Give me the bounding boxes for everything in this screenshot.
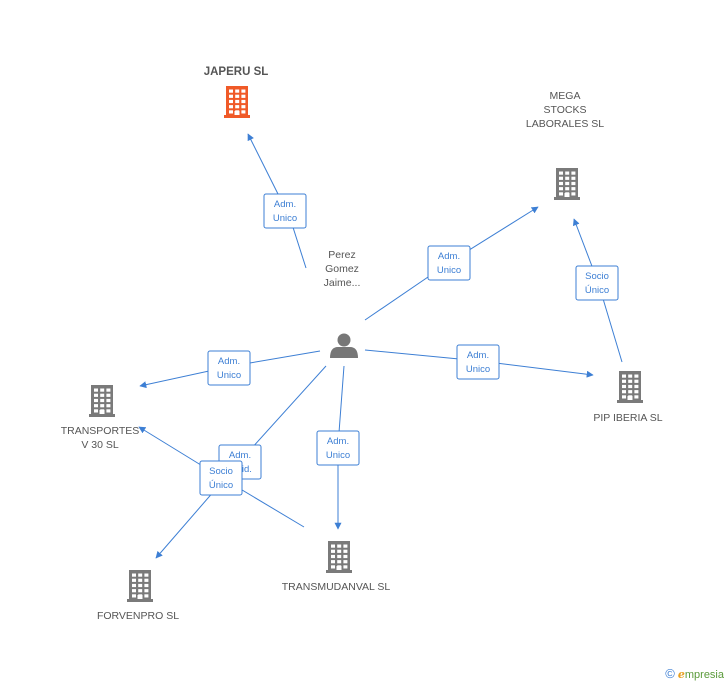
edge-label-line: Socio — [209, 466, 233, 477]
edge-label-box — [316, 430, 360, 466]
brand-name: mpresia — [684, 669, 724, 681]
edge-label-person-to-japeru[interactable]: Adm. Unico — [263, 193, 307, 229]
empresia-watermark: ©empresia — [665, 666, 724, 681]
building-icon — [617, 371, 643, 403]
edge-label-line: Socio — [585, 271, 609, 282]
edge-label-line: Adm. — [327, 436, 349, 447]
node-transmudanval[interactable]: TRANSMUDANVAL SL — [282, 541, 391, 593]
person-icon — [330, 333, 358, 358]
building-icon-highlight — [224, 86, 250, 118]
edge-label-box — [263, 193, 307, 229]
edge-label-box — [199, 460, 243, 496]
node-transportes[interactable]: TRANSPORTES V 30 SL — [61, 385, 140, 451]
edge-label-line: Unico — [437, 265, 461, 276]
node-label-line: TRANSMUDANVAL SL — [282, 581, 391, 593]
node-label-line: PIP IBERIA SL — [593, 412, 662, 424]
edge-label-box — [427, 245, 471, 281]
node-label-line: MEGA — [550, 90, 581, 102]
edge-label-person-to-transmudanval[interactable]: Adm. Unico — [316, 430, 360, 466]
node-japeru[interactable]: JAPERU SL — [204, 66, 269, 118]
edge-label-person-to-pip[interactable]: Adm. Unico — [456, 344, 500, 380]
node-label-line: FORVENPRO SL — [97, 610, 179, 622]
edge-label-person-to-mega[interactable]: Adm. Unico — [427, 245, 471, 281]
edge-label-line: Adm. — [438, 251, 460, 262]
node-label-line: Gomez — [325, 263, 359, 275]
node-pip[interactable]: PIP IBERIA SL — [593, 371, 663, 424]
building-icon — [326, 541, 352, 573]
edge-label-line: Unico — [217, 370, 241, 381]
edge-label-line: Único — [585, 285, 609, 296]
node-label-line: Jaime... — [324, 277, 361, 289]
brand-initial: e — [677, 668, 685, 681]
edge-label-box — [575, 265, 619, 301]
edge-label-line: Adm. — [274, 199, 296, 210]
edge-label-line: Adm. — [467, 350, 489, 361]
edge-label-line: Unico — [466, 364, 490, 375]
edge-label-box — [456, 344, 500, 380]
node-forvenpro[interactable]: FORVENPRO SL — [97, 570, 179, 622]
node-label-line: STOCKS — [544, 104, 587, 116]
node-person[interactable]: PerezGomezJaime... — [324, 249, 361, 358]
node-label-line: Perez — [328, 249, 355, 261]
edge-label-line: Adm. — [218, 356, 240, 367]
edge-label-line: Unico — [273, 213, 297, 224]
node-label-line: V 30 SL — [81, 439, 119, 451]
edge-label-line: Adm. — [229, 450, 251, 461]
building-icon — [554, 168, 580, 200]
node-label-line: LABORALES SL — [526, 118, 604, 130]
copyright-symbol: © — [665, 666, 675, 681]
edge-label-box — [207, 350, 251, 386]
node-label-line: JAPERU SL — [204, 66, 269, 78]
edge-label-person-to-transportes[interactable]: Adm. Unico — [207, 350, 251, 386]
edge-labels-layer: Adm.UnicoAdm.UnicoSocioÚnicoAdm.UnicoAdm… — [199, 193, 619, 496]
edge-label-line: Único — [209, 480, 233, 491]
building-icon — [127, 570, 153, 602]
node-label-line: TRANSPORTES — [61, 425, 140, 437]
building-icon — [89, 385, 115, 417]
edge-label-line: Unico — [326, 450, 350, 461]
node-mega[interactable]: MEGA STOCKS LABORALES SL — [526, 90, 604, 200]
